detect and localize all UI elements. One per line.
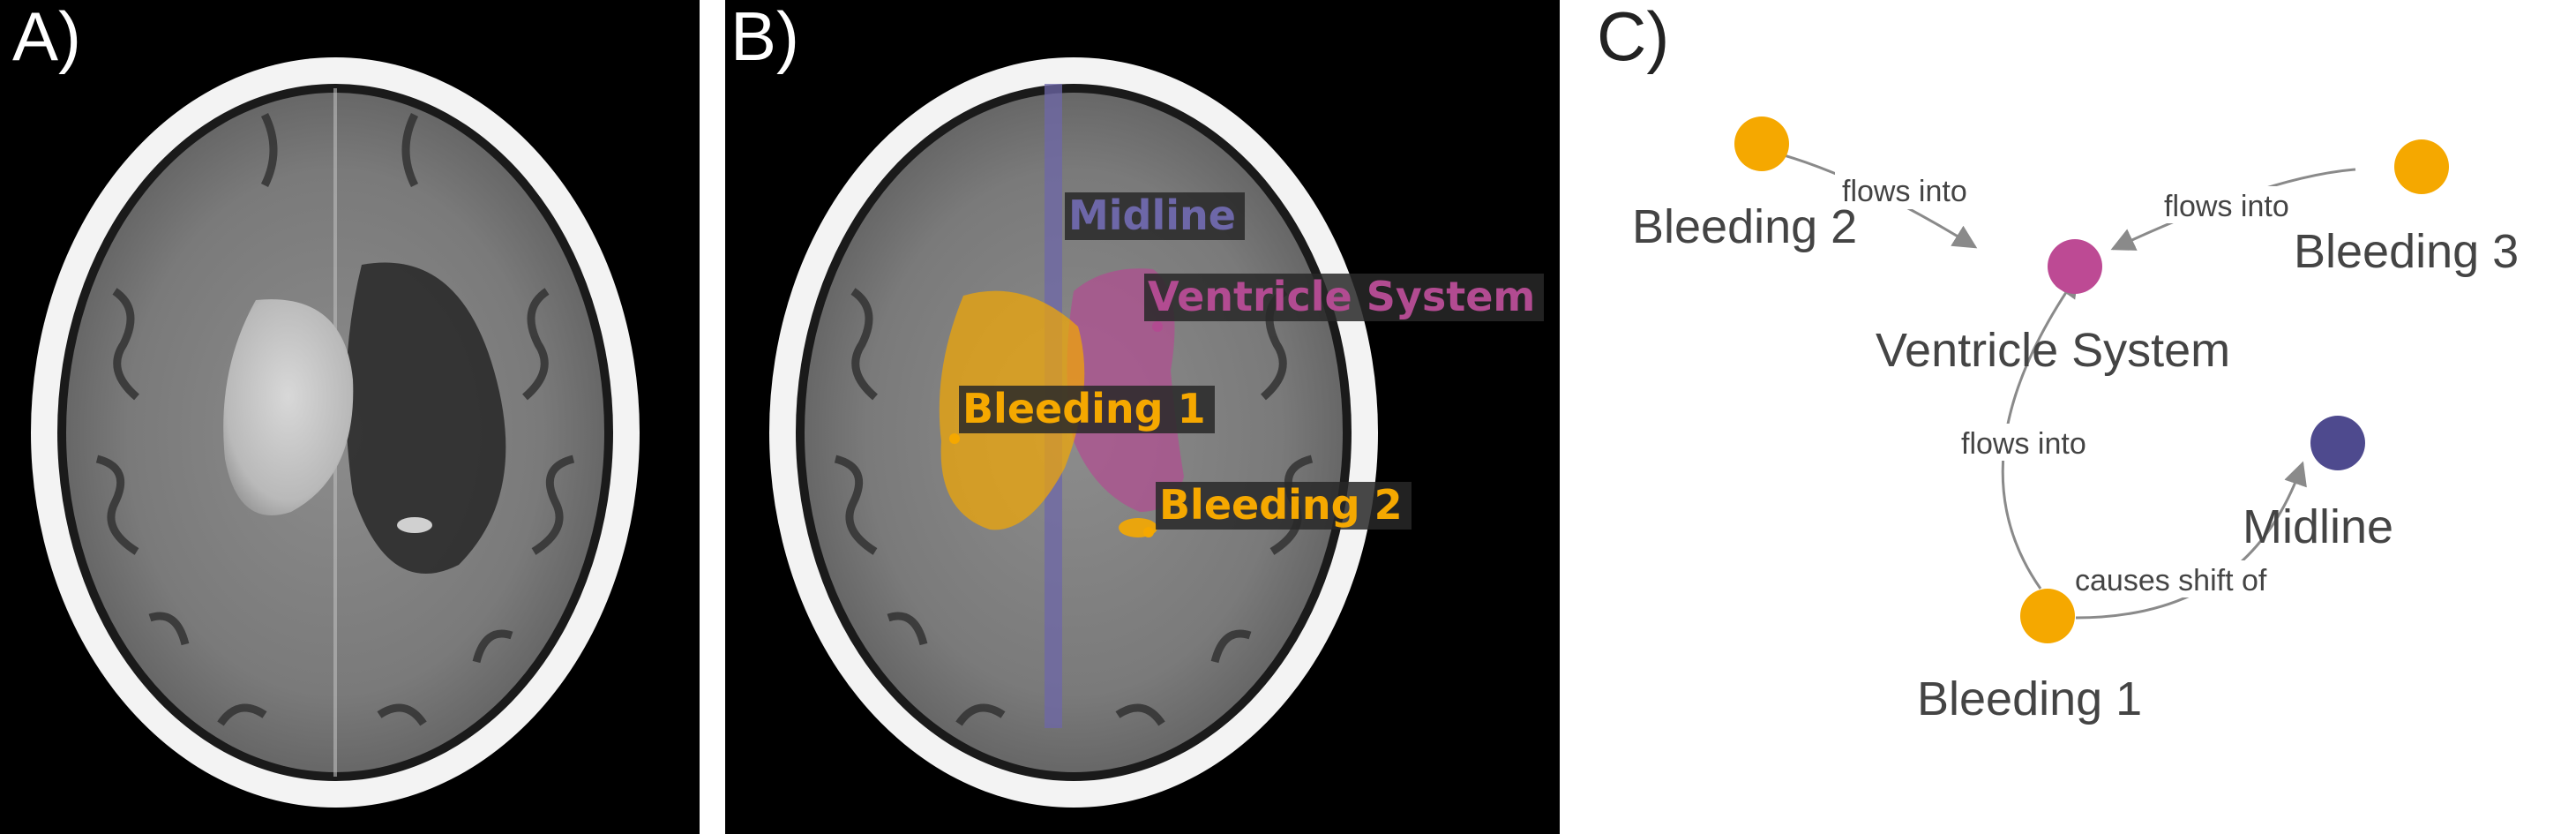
node-ventricle-system (2048, 239, 2102, 294)
midline-label: Midline (1065, 192, 1245, 240)
edge-label-bleeding2-ventricle: flows into (1842, 175, 1967, 208)
edge-label-bleeding1-midline: causes shift of (2075, 564, 2267, 597)
small-bleed (397, 517, 432, 533)
edge-label-bleeding3-ventricle: flows into (2164, 190, 2289, 223)
bleeding-2-marker (1143, 527, 1154, 537)
panel-b-label: B) (730, 0, 799, 75)
panel-a-label: A) (12, 0, 81, 75)
node-label-ventricle-system: Ventricle System (1876, 324, 2230, 377)
panel-c-label: C) (1597, 0, 1670, 75)
ventricle-marker (1152, 321, 1163, 332)
ventricle-dark-region (346, 262, 506, 574)
node-label-bleeding-3: Bleeding 3 (2294, 225, 2519, 278)
node-label-bleeding-1: Bleeding 1 (1917, 672, 2142, 725)
node-midline (2310, 416, 2365, 470)
ct-scan-panel-a (0, 0, 700, 834)
relation-graph: flows into flows into flows into causes … (1632, 116, 2519, 725)
node-bleeding-3 (2394, 139, 2449, 194)
bleeding-1-marker (949, 433, 960, 444)
edge-label-bleeding1-ventricle: flows into (1961, 427, 2086, 461)
node-label-midline: Midline (2243, 500, 2393, 553)
node-bleeding-1 (2020, 589, 2075, 643)
node-bleeding-2 (1734, 116, 1789, 171)
ct-scan-panel-b: Midline Ventricle System Bleeding 1 Blee… (725, 0, 1560, 834)
hemorrhage (223, 299, 354, 515)
bleeding-1-label: Bleeding 1 (959, 386, 1215, 433)
node-label-bleeding-2: Bleeding 2 (1632, 200, 1857, 253)
ventricle-system-label: Ventricle System (1144, 274, 1545, 321)
bleeding-2-label: Bleeding 2 (1156, 482, 1412, 530)
ct-scan-image (31, 57, 640, 808)
